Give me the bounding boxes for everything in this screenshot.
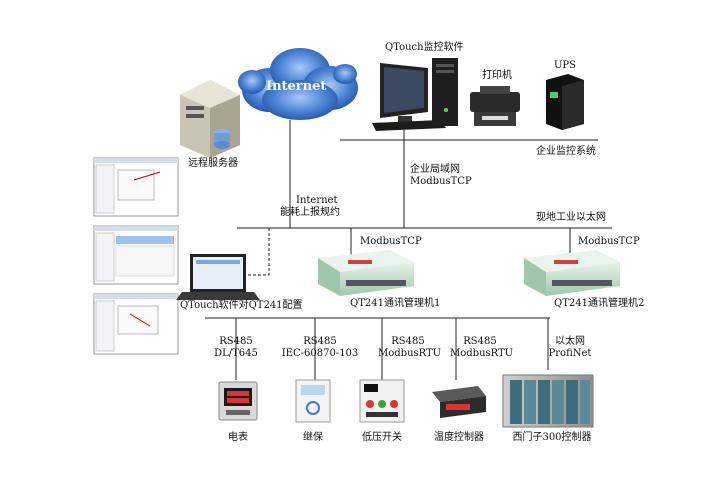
device-1-label: 继保 <box>303 432 323 443</box>
manager-1-label: QT241通讯管理机1 <box>350 298 441 309</box>
internet-link-label-line2: 能耗上报规约 <box>280 207 340 218</box>
manager-2-label: QT241通讯管理机2 <box>554 298 645 309</box>
device-0-label: 电表 <box>228 432 248 443</box>
bus-1-sub: IEC-60870-103 <box>281 348 359 359</box>
bus-4-sub: ProfiNet <box>548 348 592 359</box>
bus-0-proto: RS485 <box>219 336 253 347</box>
remote-server-label: 远程服务器 <box>188 158 238 169</box>
low-voltage-switch-icon <box>359 379 405 423</box>
relay-protection-icon <box>295 379 331 423</box>
workstation-icon <box>372 58 458 131</box>
connection-lines <box>205 120 612 380</box>
siemens-plc-icon <box>502 374 594 428</box>
enterprise-system-label: 企业监控系统 <box>536 146 596 157</box>
printer-label: 打印机 <box>482 70 512 81</box>
laptop-icon <box>176 254 260 300</box>
qt241-manager-1-icon <box>318 250 414 296</box>
device-3-label: 温度控制器 <box>434 432 484 443</box>
modbus-left-label: ModbusTCP <box>360 236 422 247</box>
config-screenshot-1 <box>93 157 179 217</box>
bus-2-proto: RS485 <box>391 336 425 347</box>
device-2-label: 低压开关 <box>362 432 402 443</box>
laptop-caption: QTouch软件对QT241配置 <box>180 300 303 311</box>
internet-cloud-label: Internet <box>266 79 327 94</box>
field-ethernet-label: 现地工业以太网 <box>536 212 606 223</box>
bus-3-sub: ModbusRTU <box>450 348 514 359</box>
qtouch-software-label: QTouch监控软件 <box>385 42 464 53</box>
device-4-label: 西门子300控制器 <box>512 432 592 443</box>
internet-cloud-icon <box>238 48 358 120</box>
modbus-right-label: ModbusTCP <box>578 236 640 247</box>
energy-meter-icon <box>218 381 258 421</box>
bus-3-proto: RS485 <box>463 336 497 347</box>
lan-label-line1: 企业局域网 <box>410 164 460 175</box>
lan-label-line2: ModbusTCP <box>410 176 472 187</box>
config-screenshot-3 <box>93 293 179 355</box>
bus-0-sub: DL/T645 <box>214 348 258 359</box>
temperature-controller-icon <box>432 386 486 418</box>
bus-2-sub: ModbusRTU <box>378 348 442 359</box>
config-screenshot-2 <box>93 225 179 285</box>
bus-4-proto: 以太网 <box>555 336 585 347</box>
printer-icon <box>470 86 520 126</box>
ups-label: UPS <box>554 60 577 71</box>
remote-server-icon <box>180 80 240 158</box>
internet-link-label-line1: Internet <box>296 195 338 206</box>
ups-icon <box>546 74 584 130</box>
bus-1-proto: RS485 <box>303 336 337 347</box>
qt241-manager-2-icon <box>524 250 620 296</box>
